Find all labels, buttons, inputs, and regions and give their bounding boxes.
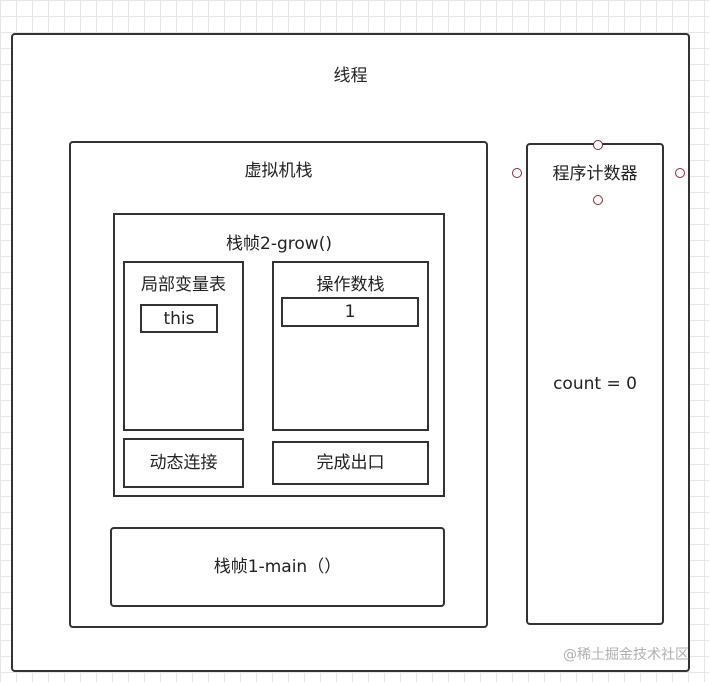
return-address-box[interactable]: 完成出口 <box>272 441 429 485</box>
selection-handle-right[interactable] <box>675 168 685 178</box>
dynamic-linking-label: 动态连接 <box>149 453 218 473</box>
operand-slot-text: 1 <box>344 302 356 322</box>
operand-stack-label: 操作数栈 <box>316 275 385 295</box>
selection-handle-left[interactable] <box>512 168 522 178</box>
local-var-this-text: this <box>163 309 195 329</box>
operand-slot-1[interactable]: 1 <box>281 297 419 327</box>
local-var-this-slot[interactable]: this <box>140 304 218 333</box>
pc-register-label: 程序计数器 <box>552 164 638 184</box>
frame1-label: 栈帧1-main（） <box>213 557 342 577</box>
local-vars-label: 局部变量表 <box>141 275 226 295</box>
thread-label: 线程 <box>333 66 368 86</box>
pc-register-box[interactable]: 程序计数器 count = 0 <box>526 143 664 625</box>
pc-register-value: count = 0 <box>553 374 637 394</box>
dynamic-linking-box[interactable]: 动态连接 <box>123 438 244 488</box>
operand-stack-box[interactable]: 操作数栈 <box>272 261 429 431</box>
frame2-label: 栈帧2-grow() <box>226 234 332 254</box>
watermark: @稀土掘金技术社区 <box>563 647 689 663</box>
frame1-box[interactable]: 栈帧1-main（） <box>110 527 445 607</box>
vm-stack-label: 虚拟机栈 <box>244 161 313 181</box>
local-vars-box[interactable]: 局部变量表 <box>123 261 244 431</box>
selection-handle-center[interactable] <box>593 195 603 205</box>
return-address-label: 完成出口 <box>316 453 385 473</box>
selection-handle-top[interactable] <box>593 140 603 150</box>
